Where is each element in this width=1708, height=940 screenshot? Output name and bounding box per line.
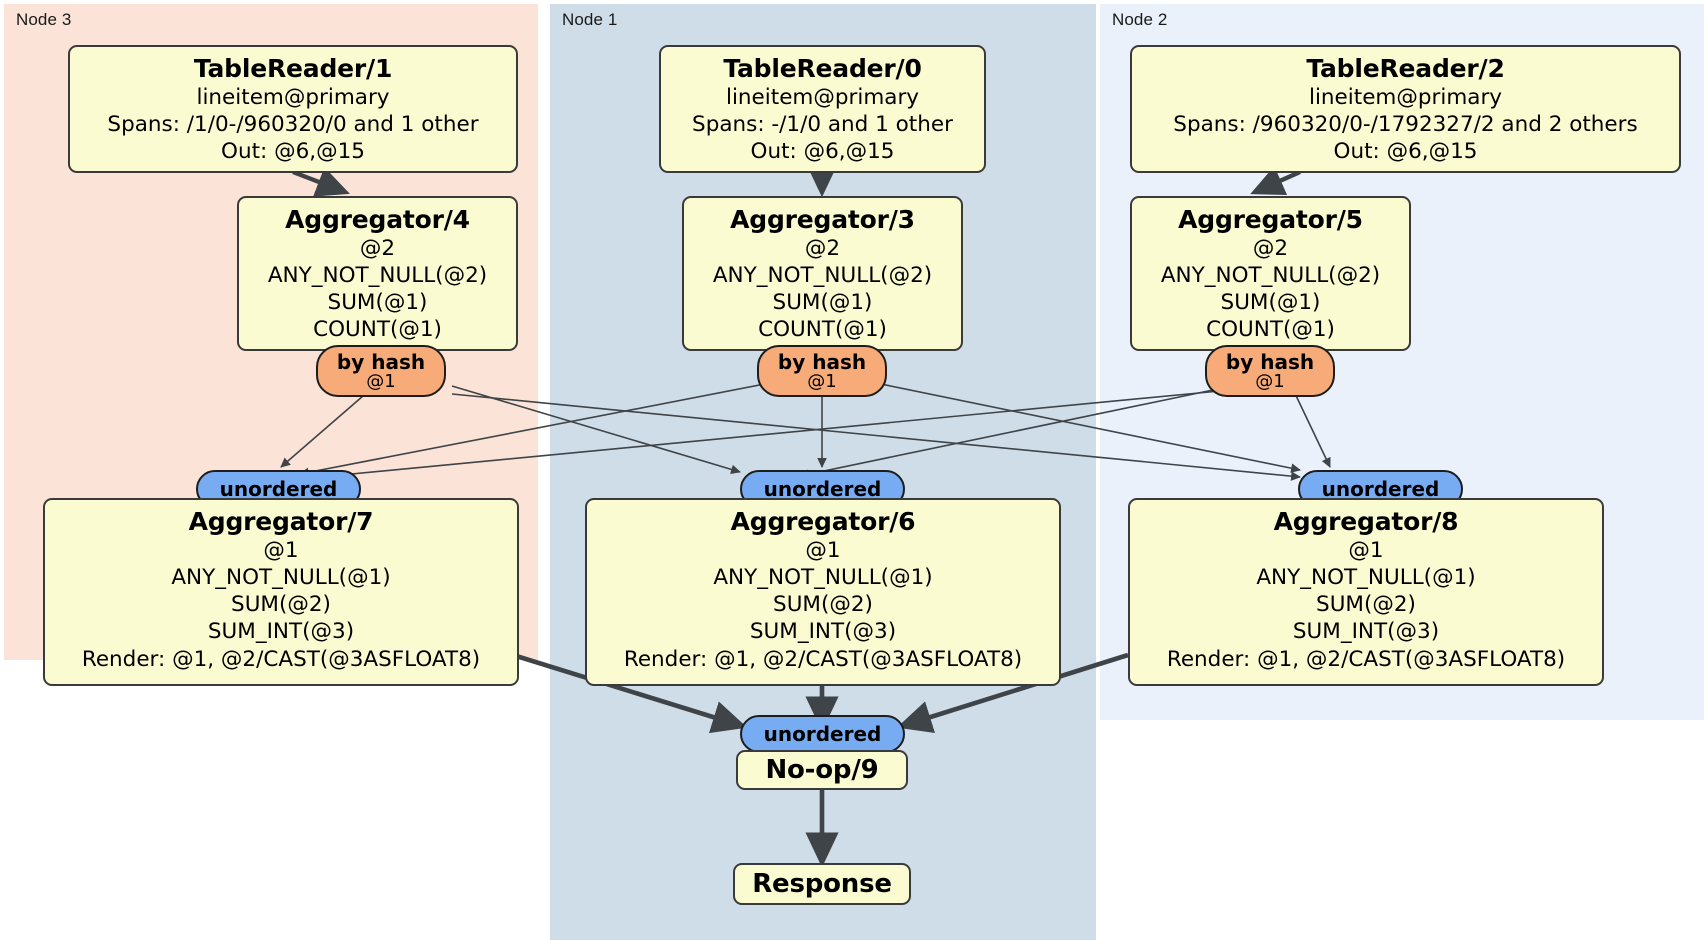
processor-aggregator-6[interactable]: Aggregator/6 @1 ANY_NOT_NULL(@1) SUM(@2)… [585, 498, 1061, 686]
processor-detail-line: SUM(@2) [231, 592, 331, 618]
processor-detail-line: SUM_INT(@3) [1292, 619, 1440, 645]
processor-detail-line: ANY_NOT_NULL(@1) [1256, 565, 1476, 591]
processor-detail-line: @2 [1252, 236, 1289, 262]
router-column-label: @1 [366, 370, 396, 392]
processor-detail-line: lineitem@primary [1308, 85, 1503, 111]
router-by-hash-center[interactable]: by hash @1 [757, 345, 887, 397]
processor-title: TableReader/2 [1306, 54, 1505, 83]
processor-detail-line: Out: @6,@15 [1333, 139, 1478, 165]
processor-tablereader-2[interactable]: TableReader/2 lineitem@primary Spans: /9… [1130, 45, 1681, 173]
processor-title: TableReader/0 [723, 54, 922, 83]
processor-aggregator-3[interactable]: Aggregator/3 @2 ANY_NOT_NULL(@2) SUM(@1)… [682, 196, 963, 351]
processor-detail-line: ANY_NOT_NULL(@2) [267, 263, 488, 289]
processor-no-op-9[interactable]: No-op/9 [736, 750, 908, 790]
processor-detail-line: SUM(@1) [1220, 290, 1321, 316]
processor-title: Response [752, 868, 892, 899]
processor-detail-line: SUM(@2) [1316, 592, 1416, 618]
processor-detail-line: Out: @6,@15 [750, 139, 895, 165]
router-column-label: @1 [807, 370, 837, 392]
processor-response[interactable]: Response [733, 863, 911, 905]
processor-detail-line: Spans: /960320/0-/1792327/2 and 2 others [1173, 112, 1638, 138]
processor-detail-line: @1 [805, 538, 841, 564]
processor-detail-line: @2 [359, 236, 396, 262]
processor-tablereader-0[interactable]: TableReader/0 lineitem@primary Spans: -/… [659, 45, 986, 173]
cluster-label-node-2: Node 2 [1112, 10, 1168, 29]
processor-title: Aggregator/8 [1273, 507, 1459, 536]
processor-aggregator-5[interactable]: Aggregator/5 @2 ANY_NOT_NULL(@2) SUM(@1)… [1130, 196, 1411, 351]
synchronizer-kind-label: unordered [219, 477, 338, 501]
processor-detail-line: ANY_NOT_NULL(@1) [713, 565, 933, 591]
processor-detail-line: SUM_INT(@3) [207, 619, 355, 645]
cluster-label-node-1: Node 1 [562, 10, 618, 29]
processor-detail-line: SUM(@2) [773, 592, 873, 618]
router-kind-label: by hash [777, 349, 867, 374]
processor-detail-line: SUM(@1) [772, 290, 873, 316]
synchronizer-kind-label: unordered [1321, 477, 1440, 501]
processor-detail-line: Spans: /1/0-/960320/0 and 1 other [107, 112, 479, 138]
processor-aggregator-8[interactable]: Aggregator/8 @1 ANY_NOT_NULL(@1) SUM(@2)… [1128, 498, 1604, 686]
router-by-hash-right[interactable]: by hash @1 [1205, 345, 1335, 397]
processor-detail-line: COUNT(@1) [313, 317, 442, 343]
processor-tablereader-1[interactable]: TableReader/1 lineitem@primary Spans: /1… [68, 45, 518, 173]
processor-aggregator-4[interactable]: Aggregator/4 @2 ANY_NOT_NULL(@2) SUM(@1)… [237, 196, 518, 351]
cluster-label-node-3: Node 3 [16, 10, 72, 29]
router-by-hash-left[interactable]: by hash @1 [316, 345, 446, 397]
router-column-label: @1 [1255, 370, 1285, 392]
synchronizer-unordered-final[interactable]: unordered [740, 715, 905, 753]
processor-detail-line: Out: @6,@15 [221, 139, 365, 165]
processor-aggregator-7[interactable]: Aggregator/7 @1 ANY_NOT_NULL(@1) SUM(@2)… [43, 498, 519, 686]
processor-detail-line: COUNT(@1) [1206, 317, 1335, 343]
processor-detail-line: @1 [1348, 538, 1384, 564]
processor-title: Aggregator/6 [730, 507, 916, 536]
processor-detail-line: lineitem@primary [196, 85, 390, 111]
processor-detail-line: lineitem@primary [725, 85, 920, 111]
processor-title: No-op/9 [765, 754, 879, 785]
processor-detail-line: SUM(@1) [327, 290, 428, 316]
processor-detail-line: Render: @1, @2/CAST(@3ASFLOAT8) [1166, 646, 1566, 672]
processor-detail-line: ANY_NOT_NULL(@1) [171, 565, 391, 591]
processor-detail-line: ANY_NOT_NULL(@2) [1160, 263, 1381, 289]
router-kind-label: by hash [336, 349, 426, 374]
processor-detail-line: COUNT(@1) [758, 317, 887, 343]
processor-detail-line: Render: @1, @2/CAST(@3ASFLOAT8) [81, 646, 481, 672]
synchronizer-kind-label: unordered [763, 477, 882, 501]
processor-detail-line: ANY_NOT_NULL(@2) [712, 263, 933, 289]
processor-title: Aggregator/7 [188, 507, 374, 536]
processor-title: Aggregator/3 [730, 205, 915, 234]
processor-detail-line: Render: @1, @2/CAST(@3ASFLOAT8) [623, 646, 1023, 672]
processor-detail-line: @2 [804, 236, 841, 262]
processor-detail-line: @1 [263, 538, 299, 564]
processor-detail-line: Spans: -/1/0 and 1 other [692, 112, 953, 138]
processor-title: TableReader/1 [193, 54, 393, 83]
router-kind-label: by hash [1225, 349, 1315, 374]
synchronizer-kind-label: unordered [763, 722, 882, 746]
processor-title: Aggregator/5 [1178, 205, 1363, 234]
processor-detail-line: SUM_INT(@3) [749, 619, 897, 645]
processor-title: Aggregator/4 [285, 205, 470, 234]
